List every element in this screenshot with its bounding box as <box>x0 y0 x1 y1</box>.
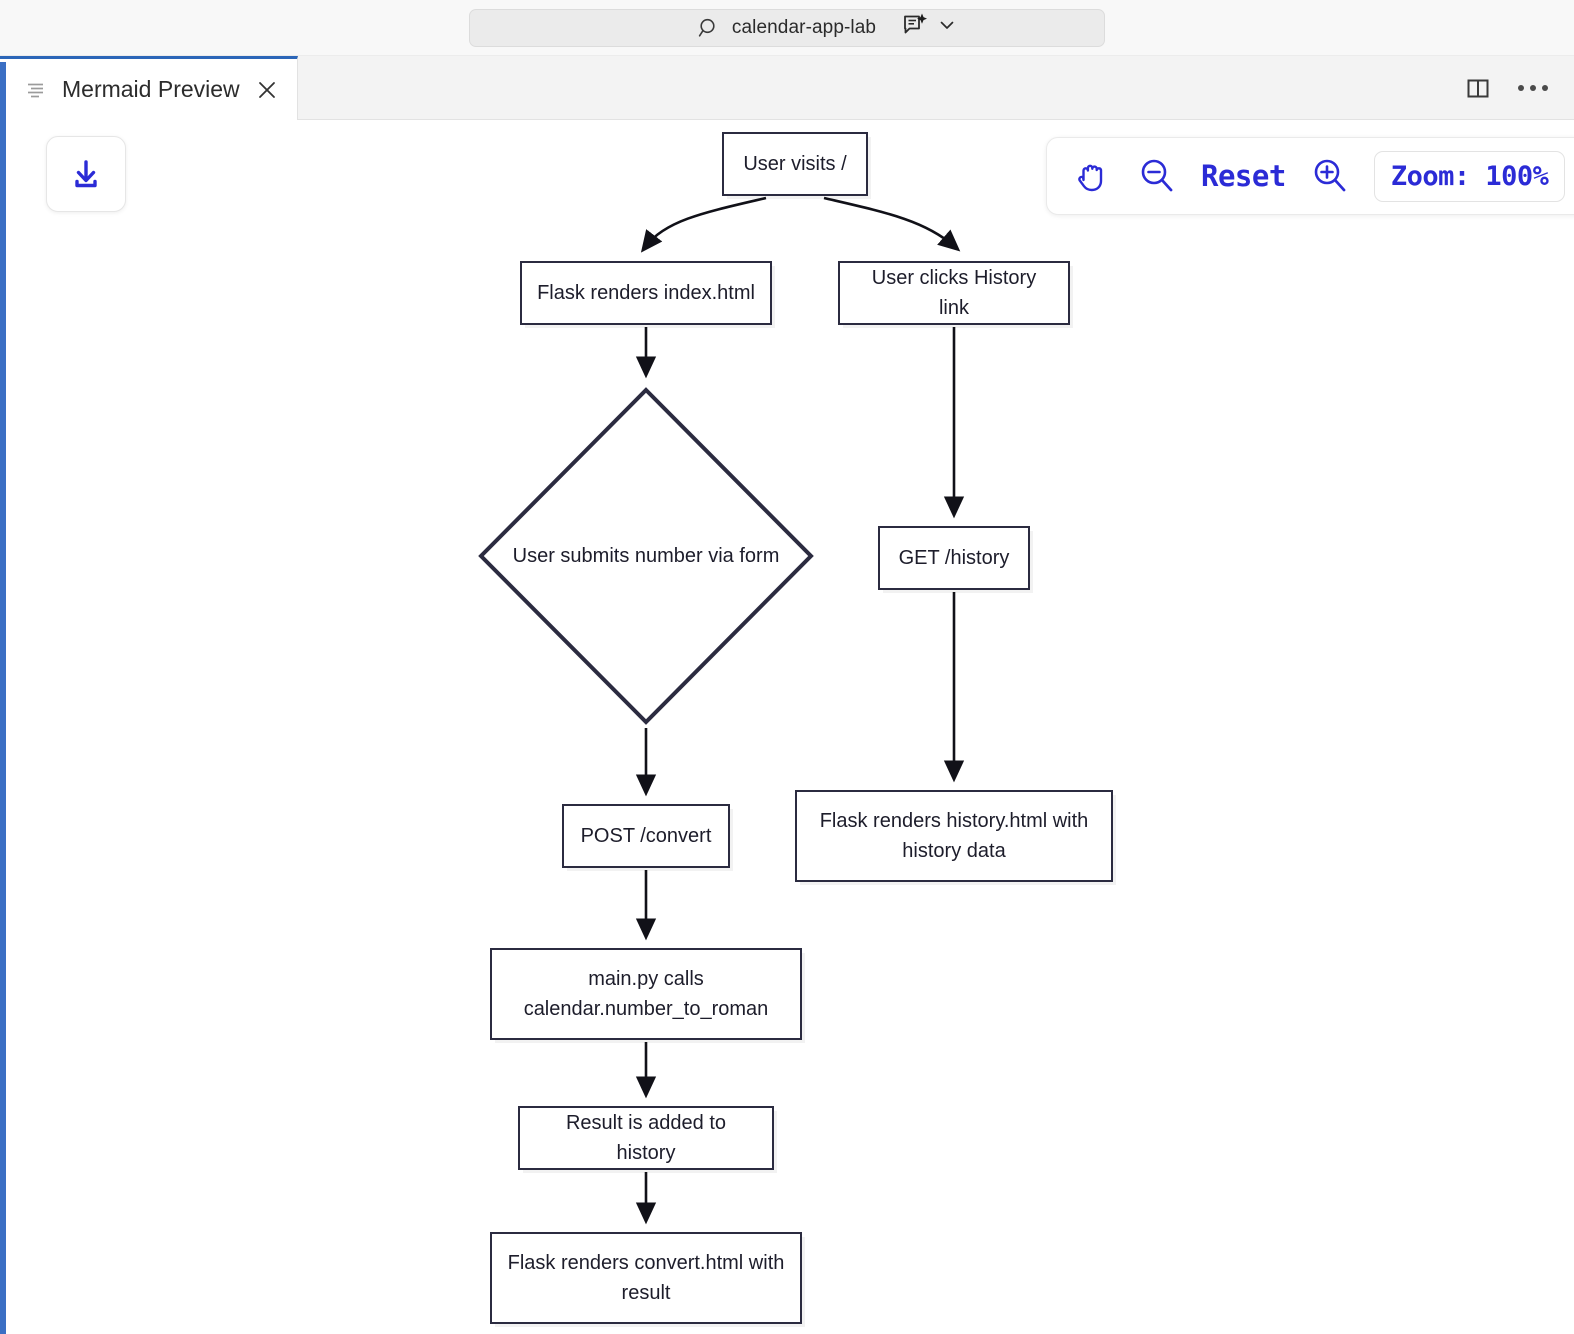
close-icon[interactable] <box>256 79 278 101</box>
search-icon <box>698 17 720 39</box>
preview-list-icon <box>26 80 46 100</box>
diamond-shape-icon <box>477 386 815 726</box>
search-input[interactable]: calendar-app-lab <box>469 8 1105 47</box>
download-icon <box>66 154 106 194</box>
diagram-node-decision[interactable]: User submits number via form <box>477 386 815 726</box>
zoom-level-badge[interactable]: Zoom: 100% <box>1373 150 1566 202</box>
diagram-node[interactable]: Result is added to history <box>518 1106 774 1170</box>
node-label: Flask renders history.html with history … <box>819 810 1089 862</box>
diagram-node[interactable]: main.py calls calendar.number_to_roman <box>490 948 802 1040</box>
split-editor-icon[interactable] <box>1464 74 1492 102</box>
titlebar: calendar-app-lab <box>0 0 1574 56</box>
node-label: GET /history <box>898 547 1010 569</box>
diagram-node[interactable]: User visits / <box>722 132 868 196</box>
diagram-canvas[interactable]: Reset Zoom: 100% <box>6 120 1574 1334</box>
diagram-node[interactable]: Flask renders convert.html with result <box>490 1232 802 1324</box>
more-actions-icon[interactable] <box>1518 84 1548 91</box>
node-label: Flask renders convert.html with result <box>507 1252 785 1304</box>
node-label: main.py calls calendar.number_to_roman <box>523 968 769 1020</box>
pan-hand-icon[interactable] <box>1069 154 1113 198</box>
diagram-node[interactable]: Flask renders history.html with history … <box>795 790 1113 882</box>
left-panel-edge <box>0 62 6 1334</box>
zoom-toolbar: Reset Zoom: 100% <box>1046 137 1574 215</box>
diagram-node[interactable]: POST /convert <box>562 804 730 868</box>
chevron-down-icon[interactable] <box>938 16 956 34</box>
node-label: User submits number via form <box>512 545 780 567</box>
node-label: POST /convert <box>580 825 712 847</box>
node-label: User visits / <box>743 153 847 175</box>
node-label: Flask renders index.html <box>537 282 755 304</box>
node-label: User clicks History link <box>871 267 1037 319</box>
download-button[interactable] <box>46 136 126 212</box>
diagram-node[interactable]: Flask renders index.html <box>520 261 772 325</box>
copilot-chat-icon <box>900 10 930 40</box>
diagram-nodes: User visits / Flask renders index.html U… <box>6 120 1574 1334</box>
reset-button[interactable]: Reset <box>1201 159 1286 193</box>
tab-label: Mermaid Preview <box>62 76 240 102</box>
zoom-out-icon[interactable] <box>1135 154 1179 198</box>
diagram-node[interactable]: GET /history <box>878 526 1030 590</box>
node-label: Result is added to history <box>565 1112 727 1164</box>
tab-bar: Mermaid Preview <box>0 56 1574 120</box>
diagram-node[interactable]: User clicks History link <box>838 261 1070 325</box>
search-value: calendar-app-lab <box>731 16 877 38</box>
tab-mermaid-preview[interactable]: Mermaid Preview <box>0 56 298 120</box>
zoom-in-icon[interactable] <box>1308 154 1352 198</box>
copilot-chat-button[interactable] <box>900 10 956 40</box>
